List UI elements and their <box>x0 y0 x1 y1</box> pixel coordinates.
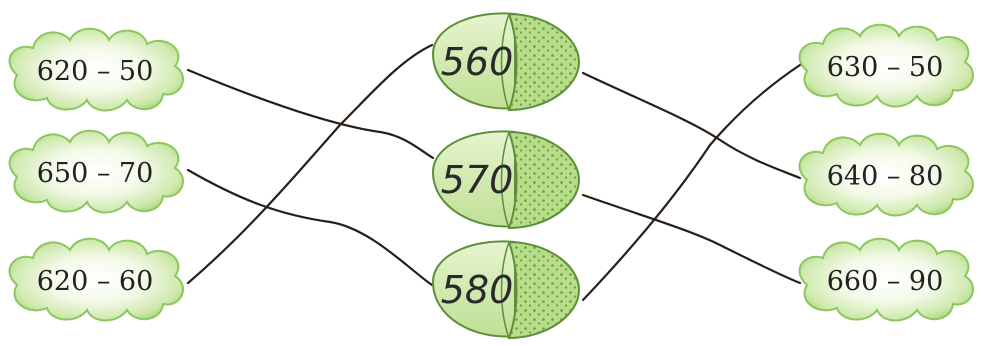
line-580-to-630-50 <box>581 63 802 302</box>
cloud-shape <box>798 237 974 322</box>
cloud-shape <box>8 237 184 322</box>
cloud-shape <box>798 23 974 108</box>
cloud-shape <box>8 27 184 112</box>
cloud-right-2: 640 – 80 <box>798 132 974 217</box>
cloud-left-2: 650 – 70 <box>8 129 184 214</box>
expression-640-80: 640 – 80 <box>827 161 944 192</box>
cloud-left-3: 620 – 60 <box>8 237 184 322</box>
connection-lines <box>186 43 802 302</box>
acorn-number-570: 570 <box>441 158 514 202</box>
acorn-cap <box>507 12 581 112</box>
acorn-number-580: 580 <box>441 268 514 312</box>
acorn-cap-rim <box>500 13 510 111</box>
expression-630-50: 630 – 50 <box>827 52 944 83</box>
cloud-shape <box>8 129 184 214</box>
acorn-number-560: 560 <box>441 40 514 84</box>
cloud-left-1: 620 – 50 <box>8 27 184 112</box>
acorn-cap <box>507 130 581 230</box>
line-620-60-to-560 <box>186 43 434 285</box>
line-650-70-to-580 <box>186 168 434 287</box>
acorn-cap <box>507 240 581 340</box>
line-620-50-to-570 <box>186 68 435 160</box>
acorn-cap-rim <box>500 241 510 339</box>
expression-650-70: 650 – 70 <box>37 158 154 189</box>
expression-620-50: 620 – 50 <box>37 56 154 87</box>
expression-620-60: 620 – 60 <box>37 266 154 297</box>
cloud-right-3: 660 – 90 <box>798 237 974 322</box>
acorn-cap-rim <box>500 131 510 229</box>
acorn-2: 570 <box>431 130 581 230</box>
acorn-3: 580 <box>431 240 581 340</box>
cloud-right-1: 630 – 50 <box>798 23 974 108</box>
acorn-1: 560 <box>431 12 581 112</box>
expression-660-90: 660 – 90 <box>827 266 944 297</box>
line-570-to-660-90 <box>581 193 802 285</box>
cloud-shape <box>798 132 974 217</box>
